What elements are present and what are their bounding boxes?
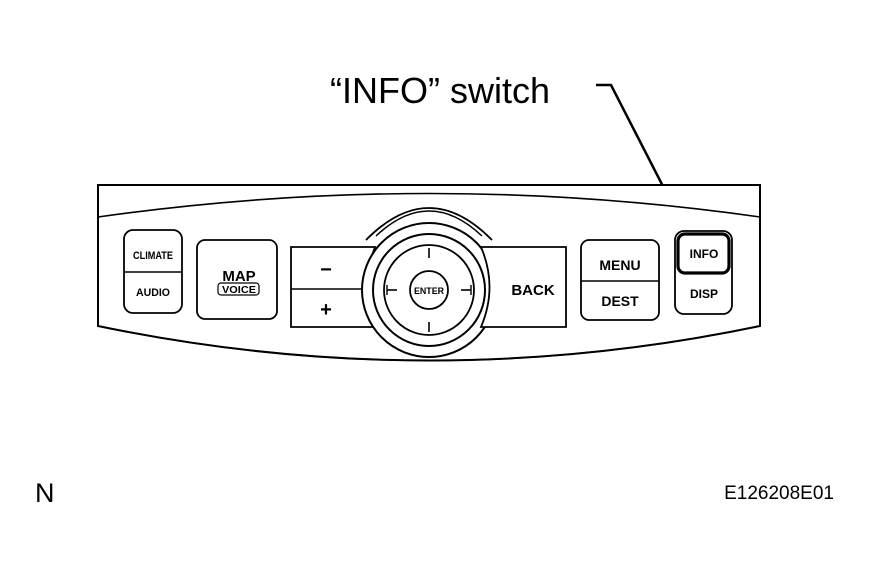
enter-button[interactable]: ENTER — [409, 270, 449, 310]
dest-button[interactable]: DEST — [601, 293, 639, 309]
climate-audio-switch — [123, 229, 183, 314]
map-voice-button[interactable]: MAP VOICE — [196, 239, 278, 320]
climate-button-label: CLIMATE — [133, 250, 173, 262]
figure-code: E126208E01 — [724, 483, 834, 504]
info-button[interactable]: INFO — [676, 232, 731, 275]
audio-button-label: AUDIO — [136, 287, 170, 299]
info-button-label: INFO — [690, 247, 719, 261]
menu-dest-switch — [580, 239, 660, 321]
voice-label-box — [217, 282, 260, 296]
climate-button[interactable]: CLIMATE — [133, 250, 173, 262]
dial-upper-ridge — [365, 207, 493, 241]
menu-button-label: MENU — [599, 257, 640, 273]
zoom-in-label: + — [320, 299, 332, 321]
back-button[interactable]: BACK — [479, 246, 567, 328]
disp-button-label: DISP — [690, 287, 718, 301]
dest-button-label: DEST — [601, 293, 639, 309]
audio-button[interactable]: AUDIO — [136, 287, 170, 299]
disp-button[interactable]: DISP — [690, 287, 718, 301]
back-button-label: BACK — [511, 282, 554, 299]
info-switch-callout-label: “INFO” switch — [330, 70, 550, 111]
zoom-out-label: − — [320, 259, 332, 281]
menu-button[interactable]: MENU — [599, 257, 640, 273]
voice-button-label: VOICE — [222, 285, 256, 296]
corner-left-code: N — [35, 478, 55, 508]
enter-button-label: ENTER — [414, 286, 444, 296]
map-button-label: MAP — [222, 268, 255, 285]
zoom-out-button[interactable]: − — [320, 259, 332, 281]
zoom-in-button[interactable]: + — [320, 299, 332, 321]
